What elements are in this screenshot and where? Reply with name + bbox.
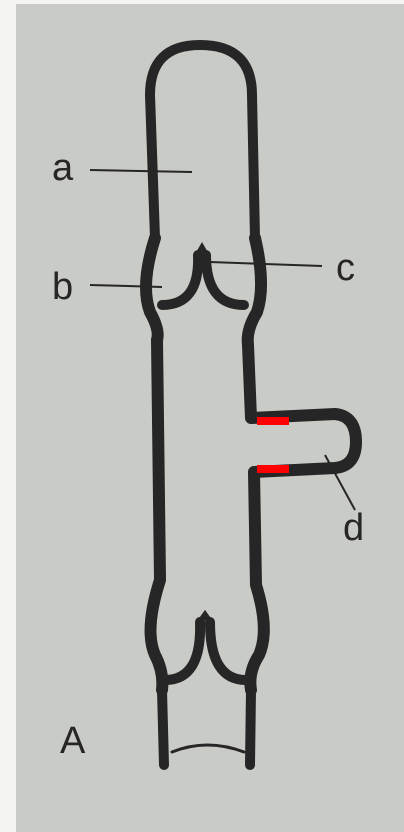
label-b: b xyxy=(52,266,73,308)
label-a: a xyxy=(52,147,74,189)
upper-valve-cusp-tip xyxy=(198,248,206,255)
label-d: d xyxy=(343,507,364,549)
highlight-mark-upper xyxy=(257,417,289,425)
figure-label: A xyxy=(60,720,86,762)
label-c: c xyxy=(336,247,355,289)
highlight-mark-lower xyxy=(257,465,289,473)
